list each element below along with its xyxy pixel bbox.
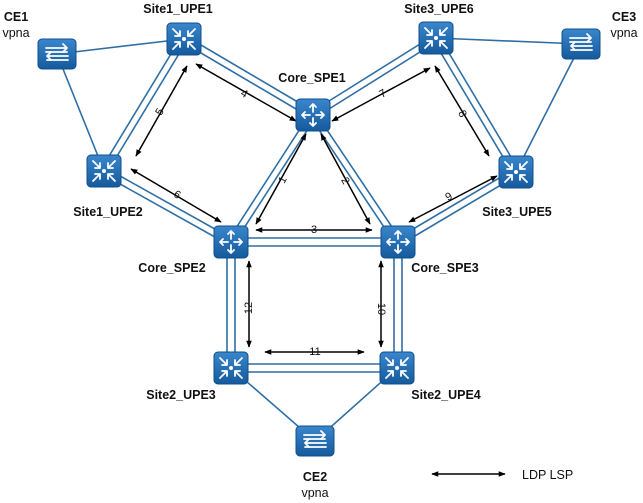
ce2-vpn-label: vpna bbox=[301, 486, 328, 500]
ce3-device[interactable] bbox=[561, 28, 601, 60]
link-spe1-spe2 bbox=[226, 114, 318, 243]
lsp-4-arrow bbox=[195, 63, 297, 122]
lsp-2-arrow bbox=[320, 133, 371, 225]
switch-icon bbox=[295, 425, 335, 457]
lsp-label-11: 11 bbox=[309, 346, 320, 358]
site1-upe1-device[interactable] bbox=[166, 22, 202, 56]
upe-router-icon bbox=[213, 351, 249, 385]
lsp-label-10: 10 bbox=[375, 303, 387, 315]
upe-router-icon bbox=[86, 154, 122, 188]
site3-upe5-name: Site3_UPE5 bbox=[482, 205, 552, 219]
site2-upe3-device[interactable] bbox=[213, 351, 249, 385]
lsp-label-9: 9 bbox=[443, 190, 454, 203]
site3-upe6-name: Site3_UPE6 bbox=[404, 2, 474, 16]
lsp-label-8: 8 bbox=[455, 108, 468, 119]
lsp-7-arrow bbox=[331, 67, 431, 122]
lsp-number-labels: 1 2 3 4 5 6 7 8 9 10 11 12 bbox=[153, 87, 468, 358]
switch-icon bbox=[561, 28, 601, 60]
link-ce3-upe6 bbox=[435, 37, 582, 45]
upe-router-icon bbox=[379, 351, 415, 385]
site3-upe6-device[interactable] bbox=[418, 21, 454, 55]
ce1-vpn-label: vpna bbox=[2, 26, 29, 40]
lsp-6-arrow bbox=[130, 168, 222, 223]
lsp-label-3: 3 bbox=[311, 224, 317, 236]
site2-upe4-name: Site2_UPE4 bbox=[411, 388, 481, 402]
site1-upe2-device[interactable] bbox=[86, 154, 122, 188]
core-spe3-device[interactable] bbox=[380, 225, 416, 259]
lsp-label-1: 1 bbox=[276, 174, 289, 185]
spe-router-icon bbox=[380, 225, 416, 259]
switch-icon bbox=[37, 38, 77, 70]
site2-upe4-device[interactable] bbox=[379, 351, 415, 385]
ce1-device[interactable] bbox=[37, 38, 77, 70]
devices bbox=[37, 21, 601, 457]
legend: LDP LSP bbox=[522, 468, 573, 482]
link-upe3-upe4 bbox=[231, 363, 397, 373]
site2-upe3-name: Site2_UPE3 bbox=[146, 388, 216, 402]
link-spe2-spe3 bbox=[231, 237, 398, 247]
link-ce3-upe5 bbox=[515, 43, 582, 173]
lsp-8-arrow bbox=[434, 65, 490, 157]
link-spe2-upe3 bbox=[226, 242, 236, 368]
link-spe1-spe3 bbox=[308, 114, 403, 243]
upe-router-icon bbox=[166, 22, 202, 56]
lsp-label-12: 12 bbox=[243, 302, 255, 314]
ce2-device[interactable] bbox=[295, 425, 335, 457]
site1-upe1-name: Site1_UPE1 bbox=[143, 2, 213, 16]
lsp-label-4: 4 bbox=[238, 87, 249, 100]
device-labels: CE1 vpna CE3 vpna CE2 vpna Site1_UPE1 Si… bbox=[2, 2, 637, 500]
upe-router-icon bbox=[498, 155, 534, 189]
lsp-label-2: 2 bbox=[338, 175, 351, 186]
lsp-label-6: 6 bbox=[171, 188, 182, 201]
ce2-name: CE2 bbox=[303, 470, 327, 484]
core-spe1-device[interactable] bbox=[295, 98, 331, 132]
lsp-9-arrow bbox=[408, 175, 498, 223]
core-spe2-device[interactable] bbox=[213, 225, 249, 259]
legend-label: LDP LSP bbox=[522, 468, 573, 482]
site3-upe5-device[interactable] bbox=[498, 155, 534, 189]
upe-router-icon bbox=[418, 21, 454, 55]
link-upe6-upe5 bbox=[431, 37, 521, 173]
spe-router-icon bbox=[295, 98, 331, 132]
site1-upe2-name: Site1_UPE2 bbox=[73, 205, 143, 219]
spe-router-icon bbox=[213, 225, 249, 259]
lsp-5-arrow bbox=[135, 65, 188, 157]
link-upe1-upe2 bbox=[99, 38, 189, 172]
link-ce1-upe2 bbox=[56, 53, 105, 172]
ce3-name: CE3 bbox=[612, 10, 636, 24]
ldp-lsp-arrows bbox=[130, 63, 506, 477]
physical-links bbox=[56, 33, 582, 442]
core-spe1-name: Core_SPE1 bbox=[278, 71, 345, 85]
link-spe3-upe4 bbox=[393, 242, 403, 368]
core-spe2-name: Core_SPE2 bbox=[138, 261, 205, 275]
lsp-1-arrow bbox=[255, 133, 307, 225]
lsp-label-5: 5 bbox=[153, 106, 166, 117]
link-ce1-upe1 bbox=[56, 38, 185, 55]
lsp-label-7: 7 bbox=[377, 87, 388, 100]
ce3-vpn-label: vpna bbox=[610, 26, 637, 40]
core-spe3-name: Core_SPE3 bbox=[411, 261, 478, 275]
ce1-name: CE1 bbox=[4, 10, 28, 24]
